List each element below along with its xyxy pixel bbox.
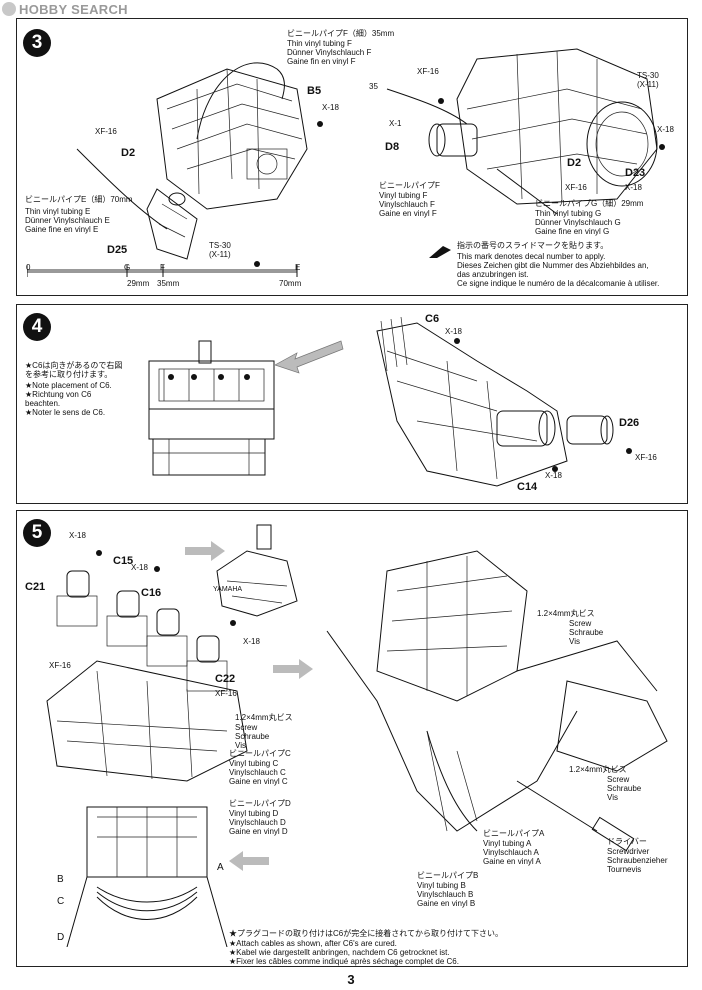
vinyl-g-label: Thin vinyl tubing G Dünner Vinylschlauch… — [535, 209, 621, 236]
ruler-label-70: 70mm — [279, 279, 302, 288]
ruler-tick-0: 0 — [26, 263, 31, 272]
part-d26: D26 — [619, 417, 640, 429]
driver-jp: ドライバー — [607, 837, 647, 846]
part-xf16-c: XF-16 — [565, 183, 587, 192]
driver-label: Screwdriver Schraubenzieher Tournevis — [607, 847, 668, 874]
cylinder-head-drawing — [148, 340, 275, 476]
part-ts30-a: TS-30 (X-11) — [209, 241, 231, 259]
tube-d-label: Vinyl tubing D Vinylschlauch D Gaine en … — [229, 809, 288, 836]
ruler-tick-e: E — [295, 263, 301, 272]
cable-letter-d: D — [57, 932, 65, 943]
page-number: 3 — [347, 972, 355, 987]
decal-arrow-icon — [429, 246, 451, 258]
tube-a-label: Vinyl tubing A Vinylschlauch A Gaine en … — [483, 839, 541, 866]
direction-arrow-1-icon — [185, 541, 225, 561]
part-c15: C15 — [113, 555, 134, 567]
ruler-tick-f: F — [160, 263, 165, 272]
screw-3-label: Screw Schraube Vis — [607, 775, 642, 802]
ruler-tick-g: G — [124, 263, 131, 272]
watermark-logo-icon — [2, 2, 16, 16]
ruler-label-35: 35mm — [157, 279, 180, 288]
part-d8: D8 — [385, 141, 400, 153]
part-x1: X-1 — [389, 119, 402, 128]
screw-1-label: Screw Schraube Vis — [569, 619, 604, 646]
step-4-note: ★Note placement of C6. ★Richtung von C6 … — [25, 381, 112, 417]
watermark: HOBBY SEARCH — [2, 2, 128, 17]
tubing-f-label: Thin vinyl tubing F Dünner Vinylschlauch… — [287, 39, 372, 66]
part-x18-b: X-18 — [131, 563, 148, 572]
step-4-number: 4 — [23, 313, 51, 341]
part-c6: C6 — [425, 313, 440, 325]
step-4-panel: 4 ★C6は向きがあるので右図 を参考に取り付けます。 ★Note placem… — [16, 304, 688, 504]
step-3-number: 3 — [23, 29, 51, 57]
vinyl-f-label: Vinyl tubing F Vinylschlauch F Gaine en … — [379, 191, 437, 218]
direction-arrow-2-icon — [273, 659, 313, 679]
part-xf16-b: XF-16 — [215, 689, 237, 698]
tube-c-jp: ビニールパイプC — [229, 749, 291, 758]
tube-c-label: Vinyl tubing C Vinylschlauch C Gaine en … — [229, 759, 288, 786]
part-x18-a: X-18 — [445, 327, 462, 336]
tubing-e-label: Thin vinyl tubing E Dünner Vinylschlauch… — [25, 207, 110, 234]
part-xf16-a: XF-16 — [49, 661, 71, 670]
part-x18-a: X-18 — [322, 103, 339, 112]
part-x18-b: X-18 — [625, 183, 642, 192]
cable-routing-drawing — [66, 806, 228, 947]
vinyl-f-jp: ビニールパイプF — [379, 181, 440, 190]
part-d2-a: D2 — [121, 147, 136, 159]
decal-note: This mark denotes decal number to apply.… — [457, 252, 660, 288]
part-c14: C14 — [517, 481, 538, 493]
part-35-marker: 35 — [369, 82, 378, 91]
carburetor-assembly-drawing — [46, 550, 248, 782]
yamaha-logo: YAMAHA — [213, 586, 243, 593]
vinyl-g-jp: ビニールパイプG（細）29mm — [535, 199, 644, 208]
direction-arrow-3-icon — [229, 851, 269, 871]
step-5-number: 5 — [23, 519, 51, 547]
step-5-note-jp: ★プラグコードの取り付けはC6が完全に接着されてから取り付けて下さい。 — [229, 929, 503, 938]
engine-right-drawing — [386, 48, 665, 215]
part-xf16-b: XF-16 — [417, 67, 439, 76]
tubing-ruler — [27, 265, 298, 277]
direction-arrow-icon — [275, 340, 344, 374]
screw-2-label: Screw Schraube Vis — [235, 723, 270, 750]
step-3-panel: 3 ビニールパイプF（細）35mm Thin vinyl tubing F Dü… — [16, 18, 688, 296]
tube-d-jp: ビニールパイプD — [229, 799, 291, 808]
screw-3-jp: 1.2×4mm丸ビス — [569, 765, 627, 774]
step-5-panel: 5 X-18 C15 X-18 C21 C16 X-18 XF-16 C22 X… — [16, 510, 688, 967]
part-xf16: XF-16 — [635, 453, 657, 462]
part-b5: B5 — [307, 85, 322, 97]
part-ts30-b: TS-30 (X-11) — [637, 71, 659, 89]
tube-b-label: Vinyl tubing B Vinylschlauch B Gaine en … — [417, 881, 476, 908]
ruler-label-29: 29mm — [127, 279, 150, 288]
step-5-note: ★Attach cables as shown, after C6's are … — [229, 939, 459, 966]
part-x18-b: X-18 — [545, 471, 562, 480]
part-d25: D25 — [107, 244, 128, 256]
engine-left-drawing — [76, 62, 323, 267]
part-x18-a: X-18 — [69, 531, 86, 540]
part-c21: C21 — [25, 581, 46, 593]
screw-2-jp: 1.2×4mm丸ビス — [235, 713, 293, 722]
part-x18-c: X-18 — [243, 637, 260, 646]
part-xf16-a: XF-16 — [95, 127, 117, 136]
decal-note-jp: 指示の番号のスライドマークを貼ります。 — [457, 241, 609, 250]
cable-letter-a: A — [217, 862, 224, 873]
engine-side-drawing — [376, 316, 632, 487]
tube-b-jp: ビニールパイプB — [417, 871, 479, 880]
part-d23: D23 — [625, 167, 646, 179]
cable-letter-b: B — [57, 874, 64, 885]
step-4-note-jp: ★C6は向きがあるので右図 を参考に取り付けます。 — [25, 361, 123, 379]
part-c22: C22 — [215, 673, 236, 685]
screw-1-jp: 1.2×4mm丸ビス — [537, 609, 595, 618]
part-c16: C16 — [141, 587, 162, 599]
frame-assembly-drawing — [326, 550, 668, 852]
part-x18-c: X-18 — [657, 125, 674, 134]
tube-a-jp: ビニールパイプA — [483, 829, 545, 838]
tubing-f-jp: ビニールパイプF（細）35mm — [287, 29, 395, 38]
tubing-e-jp: ビニールパイプE（細）70mm — [25, 195, 133, 204]
cable-letter-c: C — [57, 896, 65, 907]
small-engine-drawing — [216, 524, 298, 617]
part-d2-b: D2 — [567, 157, 582, 169]
